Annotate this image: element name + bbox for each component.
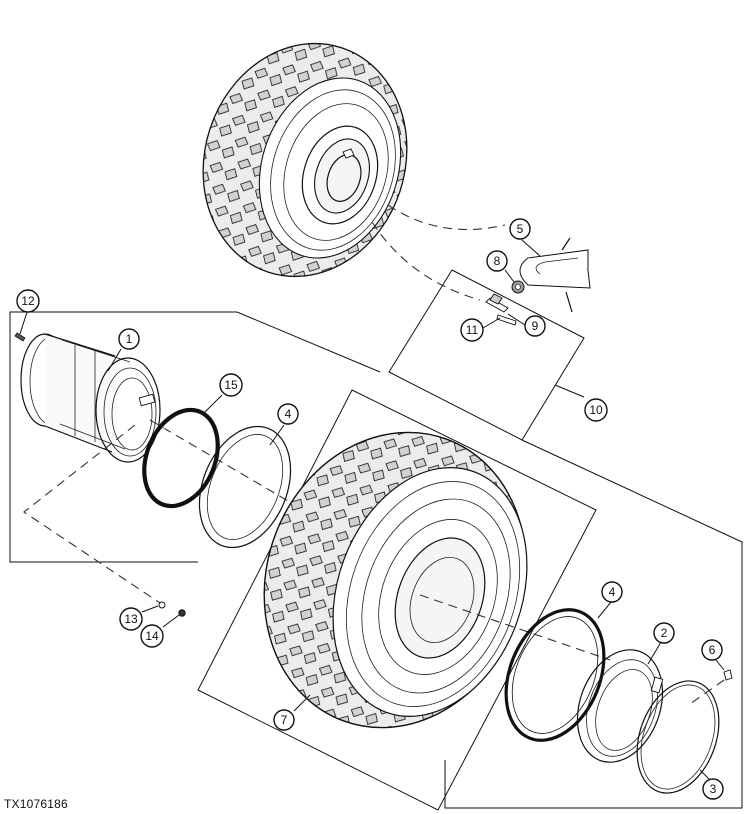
stud-illustration <box>485 293 509 313</box>
hardware-group-outline <box>388 269 585 441</box>
svg-text:2: 2 <box>661 626 668 640</box>
callout-4-right: 4 <box>601 581 623 603</box>
callout-1: 1 <box>118 328 140 350</box>
callout-13: 13 <box>119 607 143 631</box>
svg-text:13: 13 <box>124 612 138 626</box>
clip-illustration <box>723 669 733 681</box>
svg-text:3: 3 <box>710 782 717 796</box>
guard-plate-illustration <box>519 237 591 313</box>
leader-lines <box>19 239 725 783</box>
snap-ring-illustration <box>636 680 720 794</box>
callout-4-left: 4 <box>277 403 299 425</box>
svg-text:12: 12 <box>21 294 35 308</box>
assembly-path-dashed-2 <box>371 221 481 301</box>
cap-illustration <box>178 609 186 617</box>
svg-text:10: 10 <box>589 403 603 417</box>
svg-text:9: 9 <box>532 319 539 333</box>
callout-14: 14 <box>140 624 164 648</box>
callout-6: 6 <box>701 639 723 661</box>
washer-illustration <box>158 601 166 609</box>
nut-illustration <box>511 280 525 294</box>
callout-15: 15 <box>219 373 243 397</box>
svg-text:6: 6 <box>709 643 716 657</box>
svg-text:14: 14 <box>145 629 159 643</box>
tire-group-outline <box>197 389 597 811</box>
callout-7: 7 <box>273 709 295 731</box>
valve-illustration <box>496 314 517 326</box>
valve-stem-illustration <box>14 332 26 342</box>
o-ring-illustration <box>142 407 220 509</box>
callout-3: 3 <box>702 778 724 800</box>
flange-illustration <box>576 649 664 763</box>
callout-11: 11 <box>460 318 484 342</box>
callout-8: 8 <box>486 250 508 272</box>
svg-text:5: 5 <box>517 222 524 236</box>
rim-illustration <box>20 333 161 463</box>
svg-text:7: 7 <box>281 713 288 727</box>
svg-text:15: 15 <box>224 378 238 392</box>
tire-illustration <box>263 431 528 729</box>
callout-5: 5 <box>509 218 531 240</box>
assembly-path-dashed <box>387 204 506 230</box>
rim-group-outline <box>9 311 237 563</box>
svg-text:11: 11 <box>466 323 479 337</box>
svg-text:4: 4 <box>609 585 616 599</box>
figure-id-label: TX1076186 <box>4 797 68 811</box>
svg-text:8: 8 <box>494 254 501 268</box>
callout-12: 12 <box>16 289 40 313</box>
ring-group-outline <box>444 439 743 809</box>
svg-text:1: 1 <box>126 332 133 346</box>
svg-text:4: 4 <box>285 407 292 421</box>
assembled-wheel-illustration <box>202 42 408 278</box>
callout-10: 10 <box>584 398 608 422</box>
lock-ring-left-illustration <box>198 425 292 549</box>
callout-2: 2 <box>653 622 675 644</box>
lock-ring-right-illustration <box>504 608 606 742</box>
callout-9: 9 <box>524 315 546 337</box>
